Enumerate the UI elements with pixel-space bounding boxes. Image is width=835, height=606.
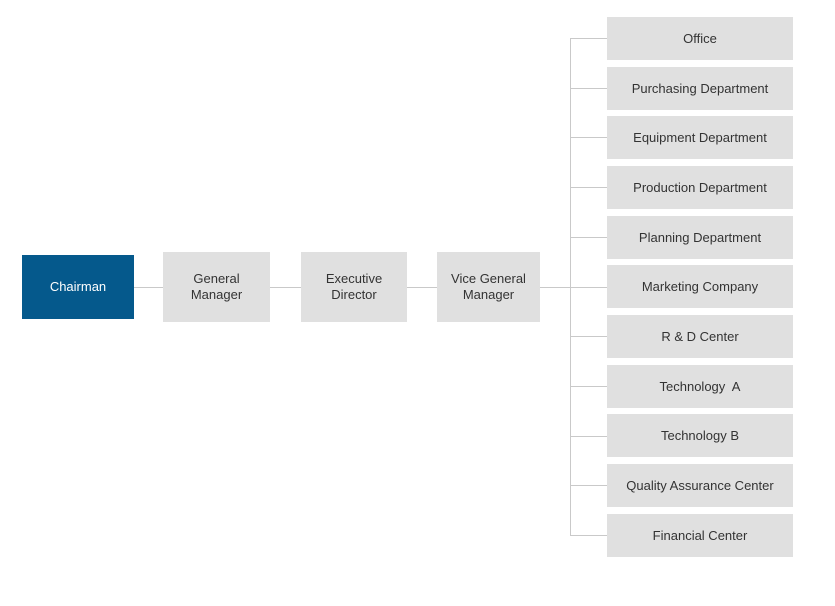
connector-general-manager-to-executive-director — [270, 287, 301, 288]
connector-stub-technology-b — [570, 436, 607, 437]
connector-stub-marketing-company — [570, 287, 607, 288]
node-executive-director[interactable]: Executive Director — [301, 252, 407, 322]
connector-stub-planning-department — [570, 237, 607, 238]
connector-executive-director-to-vice-general-manager — [407, 287, 437, 288]
node-vice-general-manager[interactable]: Vice General Manager — [437, 252, 540, 322]
node-quality-assurance-center[interactable]: Quality Assurance Center — [607, 464, 793, 507]
connector-stub-rd-center — [570, 336, 607, 337]
connector-stub-quality-assurance-center — [570, 485, 607, 486]
node-purchasing-department[interactable]: Purchasing Department — [607, 67, 793, 110]
connector-stub-office — [570, 38, 607, 39]
node-financial-center[interactable]: Financial Center — [607, 514, 793, 557]
node-production-department[interactable]: Production Department — [607, 166, 793, 209]
node-chairman[interactable]: Chairman — [22, 255, 134, 319]
connector-stub-technology-a — [570, 386, 607, 387]
connector-stub-purchasing-department — [570, 88, 607, 89]
connector-stub-financial-center — [570, 535, 607, 536]
node-office[interactable]: Office — [607, 17, 793, 60]
node-marketing-company[interactable]: Marketing Company — [607, 265, 793, 308]
connector-department-trunk — [570, 38, 571, 535]
node-planning-department[interactable]: Planning Department — [607, 216, 793, 259]
connector-stub-production-department — [570, 187, 607, 188]
connector-vice-general-manager-to-trunk — [540, 287, 571, 288]
node-technology-a[interactable]: Technology A — [607, 365, 793, 408]
node-equipment-department[interactable]: Equipment Department — [607, 116, 793, 159]
connector-stub-equipment-department — [570, 137, 607, 138]
connector-chairman-to-general-manager — [134, 287, 163, 288]
node-general-manager[interactable]: General Manager — [163, 252, 270, 322]
node-rd-center[interactable]: R & D Center — [607, 315, 793, 358]
node-technology-b[interactable]: Technology B — [607, 414, 793, 457]
